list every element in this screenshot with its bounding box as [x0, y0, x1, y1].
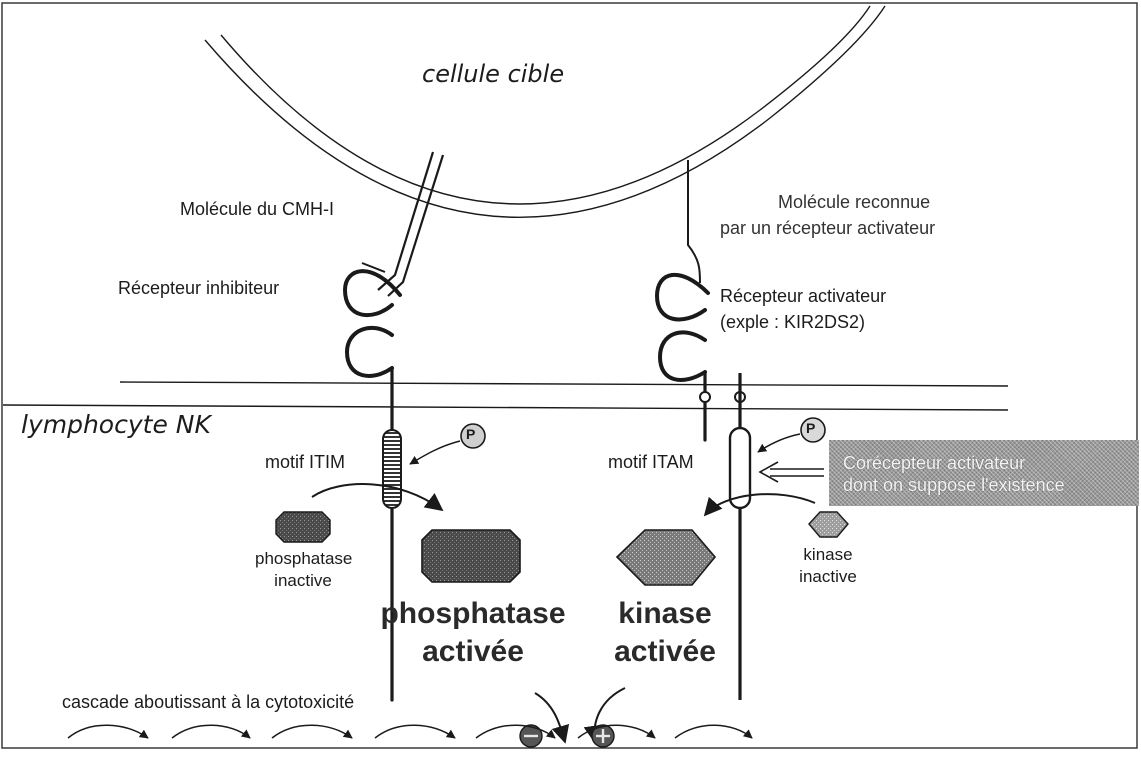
kinase-inactive-label-line2: inactive: [788, 566, 868, 588]
mhc-molecule-label: Molécule du CMH-I: [180, 197, 334, 221]
phospho-letter-left: P: [466, 426, 475, 442]
phospho-arrow-left: [410, 441, 460, 464]
mhc-molecule: [378, 152, 443, 296]
cascade-label: cascade aboutissant à la cytotoxicité: [62, 690, 354, 714]
figure-frame: [2, 3, 1137, 748]
phospho-letter-right: P: [806, 420, 815, 436]
activating-receptor: [657, 275, 708, 440]
recognized-molecule: [688, 160, 700, 283]
kinase-inactive-label-line1: kinase: [788, 544, 868, 566]
phosphatase-inactive-label-line2: inactive: [255, 570, 351, 592]
kinase-active-label-line2: activée: [590, 634, 740, 670]
inhibitory-receptor-label: Récepteur inhibiteur: [118, 276, 279, 300]
phosphatase-inactive-label-line1: phosphatase: [255, 548, 351, 570]
target-cell-label: cellule cible: [422, 60, 564, 88]
activating-receptor-label-line2: (exple : KIR2DS2): [720, 310, 865, 334]
itim-motif-shape: [383, 430, 401, 508]
target-cell-membrane: [205, 6, 885, 217]
kinase-active-shape: [617, 530, 715, 585]
phosphatase-inactive-shape: [276, 512, 330, 542]
recognized-molecule-label-line2: par un récepteur activateur: [720, 216, 935, 240]
nk-cell-label: lymphocyte NK: [21, 410, 211, 439]
phospho-arrow-right: [758, 434, 800, 452]
phosphatase-active-label-line1: phosphatase: [378, 596, 568, 632]
coreceptor-box: Corécepteur activateur dont on suppose l…: [829, 440, 1139, 506]
membrane-anchor-dot: [700, 392, 710, 402]
itim-motif-label: motif ITIM: [265, 450, 345, 474]
coreceptor-label-line1: Corécepteur activateur: [843, 452, 1025, 474]
kinase-activation-arrow: [705, 494, 815, 515]
nk-cell-membrane: [3, 382, 1008, 410]
kinase-active-label-line1: kinase: [590, 596, 740, 632]
coreceptor-label-line2: dont on suppose l'existence: [843, 474, 1065, 496]
coreceptor-pointer-arrow: [760, 462, 824, 482]
itam-motif-label: motif ITAM: [608, 450, 694, 474]
activating-receptor-label-line1: Récepteur activateur: [720, 284, 886, 308]
phosphatase-activation-arrow: [312, 484, 442, 510]
kinase-inactive-shape: [809, 512, 848, 537]
cascade-arrows: [68, 725, 752, 738]
phosphatase-active-label-line2: activée: [378, 634, 568, 670]
phosphatase-active-shape: [422, 530, 520, 582]
recognized-molecule-label-line1: Molécule reconnue: [778, 190, 930, 214]
